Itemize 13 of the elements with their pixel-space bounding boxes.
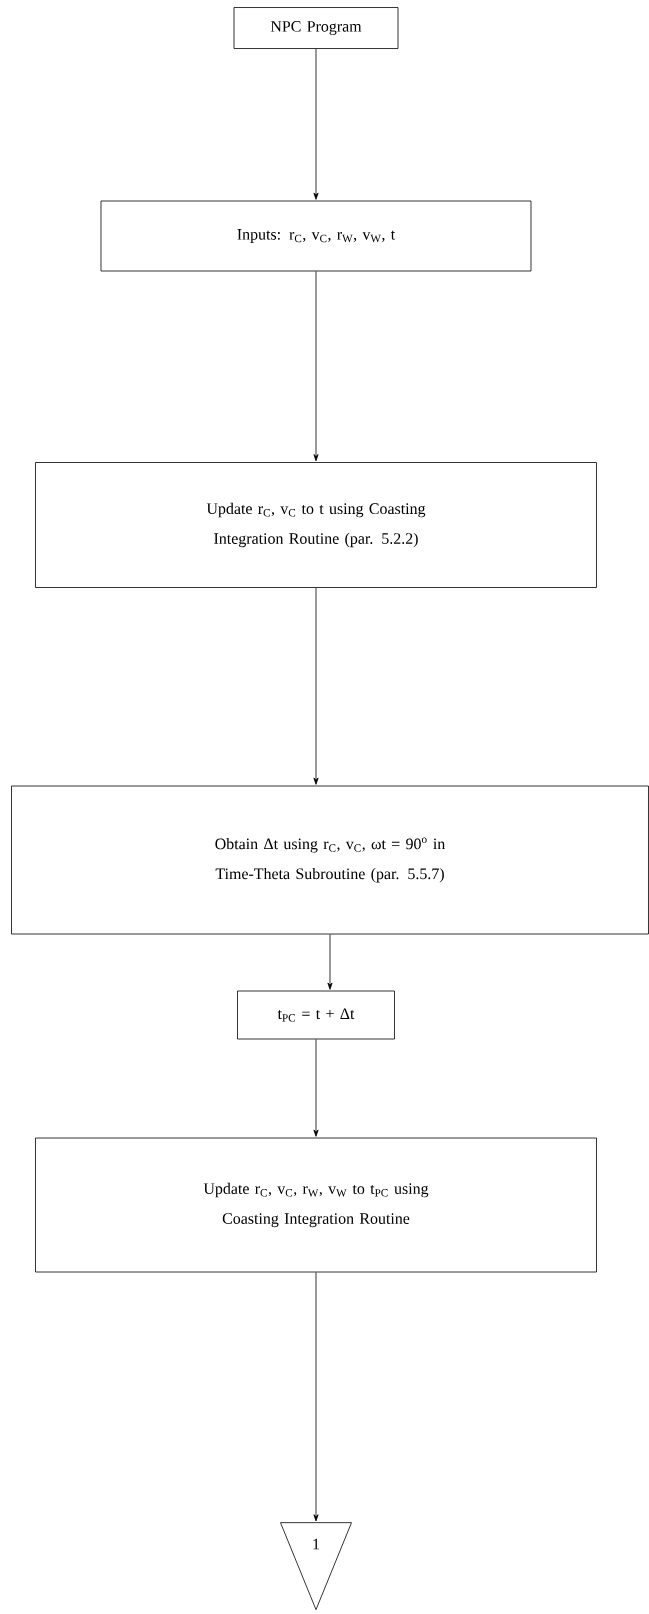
process-box: Inputs: r$_{C}$, v$_{C}$, r$_{W}$, v$_{W}$, t (100, 200, 532, 272)
process-box: t$_{PC}$ = t + Δt (237, 990, 395, 1040)
arrow (313, 48, 319, 200)
arrow (313, 1039, 319, 1137)
process-box: NPC Program (233, 7, 399, 49)
arrow (327, 934, 333, 990)
process-box: Update r$_{C}$, v$_{C}$, r$_{W}$, v$_{W}$ to t$_{PC}$ using Coasting Integration Routine (35, 1137, 597, 1273)
process-box: Update r$_{C}$, v$_{C}$ to t using Coasting Integration Routine (par. 5.2.2) (35, 462, 597, 588)
process-box: Obtain Δt using r$_{C}$, v$_{C}$, ωt = 90$^{o}$ in Time-Theta Subroutine (par. 5.5.7) (11, 785, 649, 935)
arrow (313, 587, 319, 785)
arrow (313, 271, 319, 462)
arrow (313, 1272, 319, 1522)
connector-triangle: 1 (280, 1522, 352, 1611)
